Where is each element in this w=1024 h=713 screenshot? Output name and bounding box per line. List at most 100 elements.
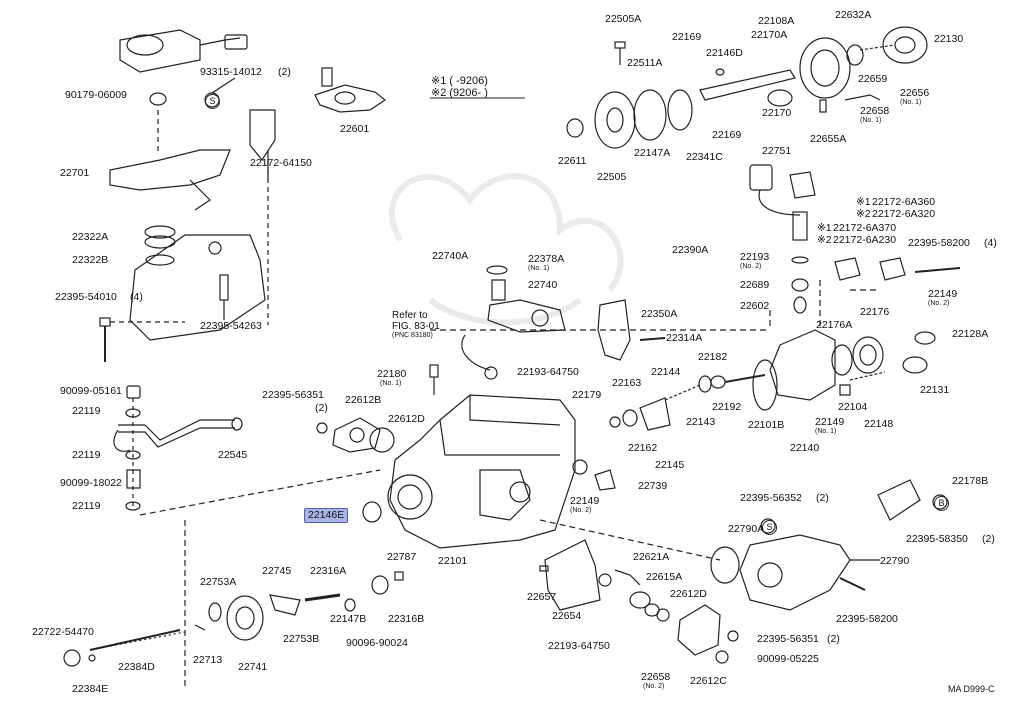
part-label[interactable]: 22172-6A230: [833, 234, 897, 246]
part-label[interactable]: 22689: [740, 279, 770, 291]
part-label[interactable]: 22128A: [952, 328, 989, 340]
part-label[interactable]: 22753A: [200, 576, 237, 588]
part-label[interactable]: 22350A: [641, 308, 678, 320]
part-label[interactable]: 22602: [740, 300, 770, 312]
part-label[interactable]: 22322B: [72, 254, 109, 266]
part-label[interactable]: 22149: [815, 416, 845, 428]
part-label[interactable]: 22146D: [706, 47, 743, 59]
part-label[interactable]: 22740: [528, 279, 558, 291]
part-label[interactable]: 22390A: [672, 244, 709, 256]
part-label[interactable]: 22314A: [666, 332, 703, 344]
part-label[interactable]: 22149: [570, 495, 600, 507]
part-label[interactable]: 22395-58350: [906, 533, 968, 545]
part-label[interactable]: 22144: [651, 366, 681, 378]
part-label[interactable]: 22140: [790, 442, 820, 454]
part-label[interactable]: 22545: [218, 449, 248, 461]
part-label[interactable]: 22176A: [816, 319, 853, 331]
part-label[interactable]: 22395-58200: [836, 613, 898, 625]
part-label[interactable]: 22751: [762, 145, 792, 157]
part-label[interactable]: 22119: [72, 449, 101, 461]
part-label[interactable]: 93315-14012: [200, 66, 262, 78]
part-label[interactable]: 22172-6A320: [872, 208, 936, 220]
part-label[interactable]: 22172-6A360: [872, 196, 936, 208]
part-label[interactable]: 22131: [920, 384, 950, 396]
part-label[interactable]: 22612C: [690, 675, 727, 687]
part-label[interactable]: 22395-56352: [740, 492, 802, 504]
part-label[interactable]: 22130: [934, 33, 964, 45]
part-label[interactable]: 22178B: [952, 475, 989, 487]
part-label[interactable]: 22395-56351: [757, 633, 819, 645]
part-label[interactable]: 22180: [377, 368, 407, 380]
part-label[interactable]: 22147B: [330, 613, 367, 625]
part-label[interactable]: 90099-18022: [60, 477, 122, 489]
part-label[interactable]: 22176: [860, 306, 890, 318]
part-label[interactable]: 22101: [438, 555, 468, 567]
part-label[interactable]: 22395-54010: [55, 291, 117, 303]
part-label[interactable]: 22790A: [728, 523, 765, 535]
part-label[interactable]: 22193-64750: [548, 640, 610, 652]
part-label[interactable]: 22384D: [118, 661, 155, 673]
part-label[interactable]: 22145: [655, 459, 685, 471]
part-label[interactable]: 22790: [880, 555, 910, 567]
part-label[interactable]: 22384E: [72, 683, 109, 695]
part-label[interactable]: 22378A: [528, 253, 565, 265]
part-label[interactable]: 22192: [712, 401, 742, 413]
part-label[interactable]: 22612D: [388, 413, 425, 425]
part-label[interactable]: 22163: [612, 377, 642, 389]
part-label[interactable]: 22148: [864, 418, 894, 430]
part-label[interactable]: 22322A: [72, 231, 109, 243]
part-label[interactable]: 22169: [672, 31, 702, 43]
part-label[interactable]: 22193: [740, 251, 770, 263]
part-label[interactable]: 22119: [72, 500, 101, 512]
part-label[interactable]: 22170: [762, 107, 792, 119]
part-label[interactable]: 22701: [60, 167, 90, 179]
part-label[interactable]: 22632A: [835, 9, 872, 21]
part-label[interactable]: 90099-05161: [60, 385, 122, 397]
part-label[interactable]: 22395-58200: [908, 237, 970, 249]
part-label[interactable]: 22119: [72, 405, 101, 417]
part-label[interactable]: 22505A: [605, 13, 642, 25]
part-label[interactable]: 22505: [597, 171, 627, 183]
part-label[interactable]: 22316A: [310, 565, 347, 577]
part-label[interactable]: 22149: [928, 288, 958, 300]
part-label[interactable]: 22170A: [751, 29, 788, 41]
part-label[interactable]: 22143: [686, 416, 716, 428]
part-label[interactable]: 22657: [527, 591, 557, 603]
part-label[interactable]: 22658: [860, 105, 890, 117]
part-label[interactable]: 22511A: [627, 57, 663, 69]
part-label-highlighted[interactable]: 22146E: [304, 508, 349, 523]
part-label[interactable]: 22713: [193, 654, 223, 666]
part-label[interactable]: 22172-6A370: [833, 222, 897, 234]
part-label[interactable]: 22162: [628, 442, 658, 454]
part-label[interactable]: 22169: [712, 129, 742, 141]
part-label[interactable]: 22101B: [748, 419, 785, 431]
part-label[interactable]: 22193-64750: [517, 366, 579, 378]
part-label[interactable]: 22172-64150: [250, 157, 312, 169]
part-label[interactable]: 22621A: [633, 551, 670, 563]
part-label[interactable]: 22341C: [686, 151, 723, 163]
part-label[interactable]: 22659: [858, 73, 888, 85]
part-label[interactable]: 22108A: [758, 15, 795, 27]
part-label[interactable]: 90096-90024: [346, 637, 408, 649]
part-label[interactable]: 22182: [698, 351, 728, 363]
part-label[interactable]: 22615A: [646, 571, 683, 583]
part-label[interactable]: 22739: [638, 480, 668, 492]
part-label[interactable]: 22395-56351: [262, 389, 324, 401]
part-label[interactable]: 22655A: [810, 133, 847, 145]
part-label[interactable]: 22787: [387, 551, 417, 563]
part-label[interactable]: 22741: [238, 661, 268, 673]
part-label[interactable]: 22179: [572, 389, 602, 401]
part-label[interactable]: 22395-54263: [200, 320, 262, 332]
part-label[interactable]: 22316B: [388, 613, 425, 625]
part-label[interactable]: 22104: [838, 401, 868, 413]
part-label[interactable]: 22658: [641, 671, 671, 683]
part-label[interactable]: 22753B: [283, 633, 320, 645]
part-label[interactable]: 22740A: [432, 250, 469, 262]
part-label[interactable]: 22612D: [670, 588, 707, 600]
part-label[interactable]: 90179-06009: [65, 89, 127, 101]
part-label[interactable]: 90099-05225: [757, 653, 819, 665]
part-label[interactable]: 22654: [552, 610, 582, 622]
part-label[interactable]: 22722-54470: [32, 626, 94, 638]
part-label[interactable]: 22612B: [345, 394, 382, 406]
part-label[interactable]: 22656: [900, 87, 930, 99]
